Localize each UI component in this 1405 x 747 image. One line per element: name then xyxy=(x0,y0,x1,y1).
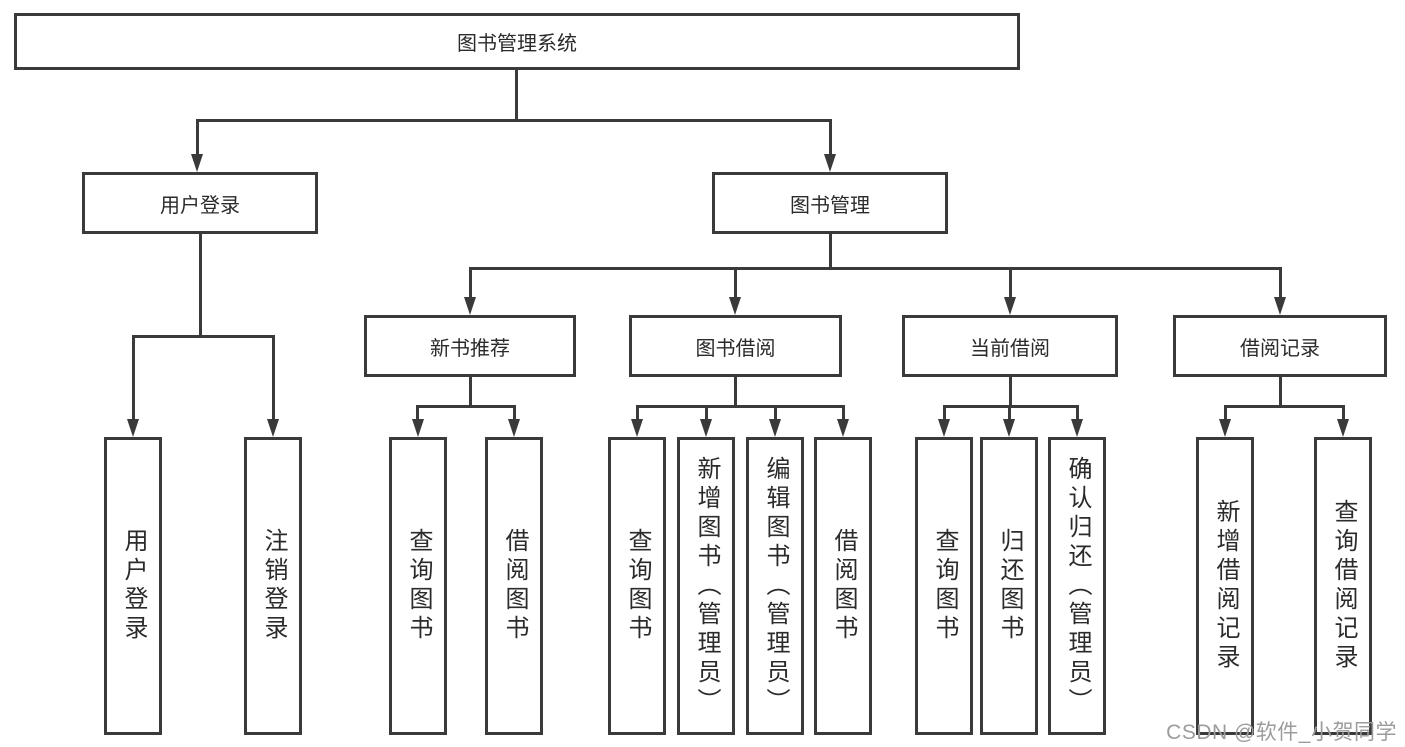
node-label: 图书借阅 xyxy=(695,337,776,360)
node-label: 用户登录 xyxy=(160,194,240,217)
node-label: 新增借阅记录 xyxy=(1212,499,1239,673)
connector-line xyxy=(416,405,516,408)
connector-line xyxy=(416,406,419,421)
arrow-down-icon xyxy=(824,154,836,172)
connector-line xyxy=(636,406,639,421)
node-current-borrow: 当前借阅 xyxy=(902,315,1118,377)
node-leaf-add-borrow-record: 新增借阅记录 xyxy=(1196,437,1254,735)
node-leaf-user-login: 用户登录 xyxy=(104,437,162,735)
connector-line xyxy=(1009,268,1012,299)
connector-line xyxy=(1224,405,1345,408)
arrow-down-icon xyxy=(464,297,476,315)
node-label: 查询图书 xyxy=(931,528,958,644)
node-label: 借阅图书 xyxy=(830,528,857,644)
node-book-borrow: 图书借阅 xyxy=(629,315,842,377)
connector-line xyxy=(734,268,737,299)
arrow-down-icon xyxy=(769,419,781,437)
connector-line xyxy=(829,120,832,156)
arrow-down-icon xyxy=(267,419,279,437)
connector-line xyxy=(1279,268,1282,299)
connector-line xyxy=(1076,406,1079,421)
connector-line xyxy=(132,336,135,421)
arrow-down-icon xyxy=(191,154,203,172)
node-user-login: 用户登录 xyxy=(82,172,318,234)
connector-line xyxy=(469,377,472,408)
node-label: 借阅记录 xyxy=(1240,337,1320,360)
node-leaf-confirm-return-admin: 确认归还（管理员） xyxy=(1048,437,1106,735)
connector-line xyxy=(199,234,202,338)
connector-line xyxy=(515,69,518,122)
connector-line xyxy=(734,377,737,408)
node-leaf-borrow-book-2: 借阅图书 xyxy=(814,437,872,735)
node-label: 注销登录 xyxy=(260,528,287,644)
node-book-management: 图书管理 xyxy=(712,172,948,234)
connector-line xyxy=(774,406,777,421)
csdn-watermark: CSDN @软件_小贺同学 xyxy=(1166,721,1397,744)
arrow-down-icon xyxy=(1274,297,1286,315)
node-leaf-borrow-book-1: 借阅图书 xyxy=(485,437,543,735)
node-leaf-query-book-1: 查询图书 xyxy=(389,437,447,735)
connector-line xyxy=(842,406,845,421)
connector-line xyxy=(513,406,516,421)
node-leaf-edit-book-admin: 编辑图书（管理员） xyxy=(746,437,804,735)
connector-line xyxy=(829,234,832,270)
arrow-down-icon xyxy=(729,297,741,315)
connector-line xyxy=(943,405,1079,408)
arrow-down-icon xyxy=(1337,419,1349,437)
arrow-down-icon xyxy=(631,419,643,437)
node-leaf-add-book-admin: 新增图书（管理员） xyxy=(677,437,735,735)
node-label: 确认归还（管理员） xyxy=(1064,455,1091,717)
arrow-down-icon xyxy=(412,419,424,437)
node-label: 编辑图书（管理员） xyxy=(762,455,789,717)
node-label: 图书管理 xyxy=(790,194,870,217)
node-label: 查询图书 xyxy=(624,528,651,644)
node-label: 用户登录 xyxy=(120,528,147,644)
node-new-book-recommend: 新书推荐 xyxy=(364,315,576,377)
connector-line xyxy=(1224,406,1227,421)
connector-line xyxy=(132,335,275,338)
node-leaf-query-book-2: 查询图书 xyxy=(608,437,666,735)
node-label: 新增图书（管理员） xyxy=(693,455,720,717)
node-label: 新书推荐 xyxy=(430,337,510,360)
connector-line xyxy=(1279,377,1282,408)
arrow-down-icon xyxy=(938,419,950,437)
node-label: 查询借阅记录 xyxy=(1330,499,1357,673)
connector-line xyxy=(1009,377,1012,408)
connector-line xyxy=(196,120,199,156)
arrow-down-icon xyxy=(700,419,712,437)
node-leaf-logout: 注销登录 xyxy=(244,437,302,735)
arrow-down-icon xyxy=(127,419,139,437)
node-root-label: 图书管理系统 xyxy=(457,33,577,55)
connector-line xyxy=(1008,406,1011,421)
node-root: 图书管理系统 xyxy=(14,13,1020,70)
connector-line xyxy=(272,336,275,421)
arrow-down-icon xyxy=(1219,419,1231,437)
arrow-down-icon xyxy=(1071,419,1083,437)
connector-line xyxy=(636,405,845,408)
connector-line xyxy=(196,119,832,122)
node-leaf-query-borrow-record: 查询借阅记录 xyxy=(1314,437,1372,735)
connector-line xyxy=(705,406,708,421)
node-borrow-record: 借阅记录 xyxy=(1173,315,1387,377)
arrow-down-icon xyxy=(837,419,849,437)
connector-line xyxy=(1342,406,1345,421)
connector-line xyxy=(469,267,1282,270)
node-label: 当前借阅 xyxy=(970,337,1050,360)
node-leaf-query-book-3: 查询图书 xyxy=(915,437,973,735)
connector-line xyxy=(469,268,472,299)
arrow-down-icon xyxy=(1004,297,1016,315)
node-label: 查询图书 xyxy=(405,528,432,644)
arrow-down-icon xyxy=(1003,419,1015,437)
arrow-down-icon xyxy=(508,419,520,437)
connector-line xyxy=(943,406,946,421)
node-label: 借阅图书 xyxy=(501,528,528,644)
node-label: 归还图书 xyxy=(996,528,1023,644)
node-leaf-return-book: 归还图书 xyxy=(980,437,1038,735)
